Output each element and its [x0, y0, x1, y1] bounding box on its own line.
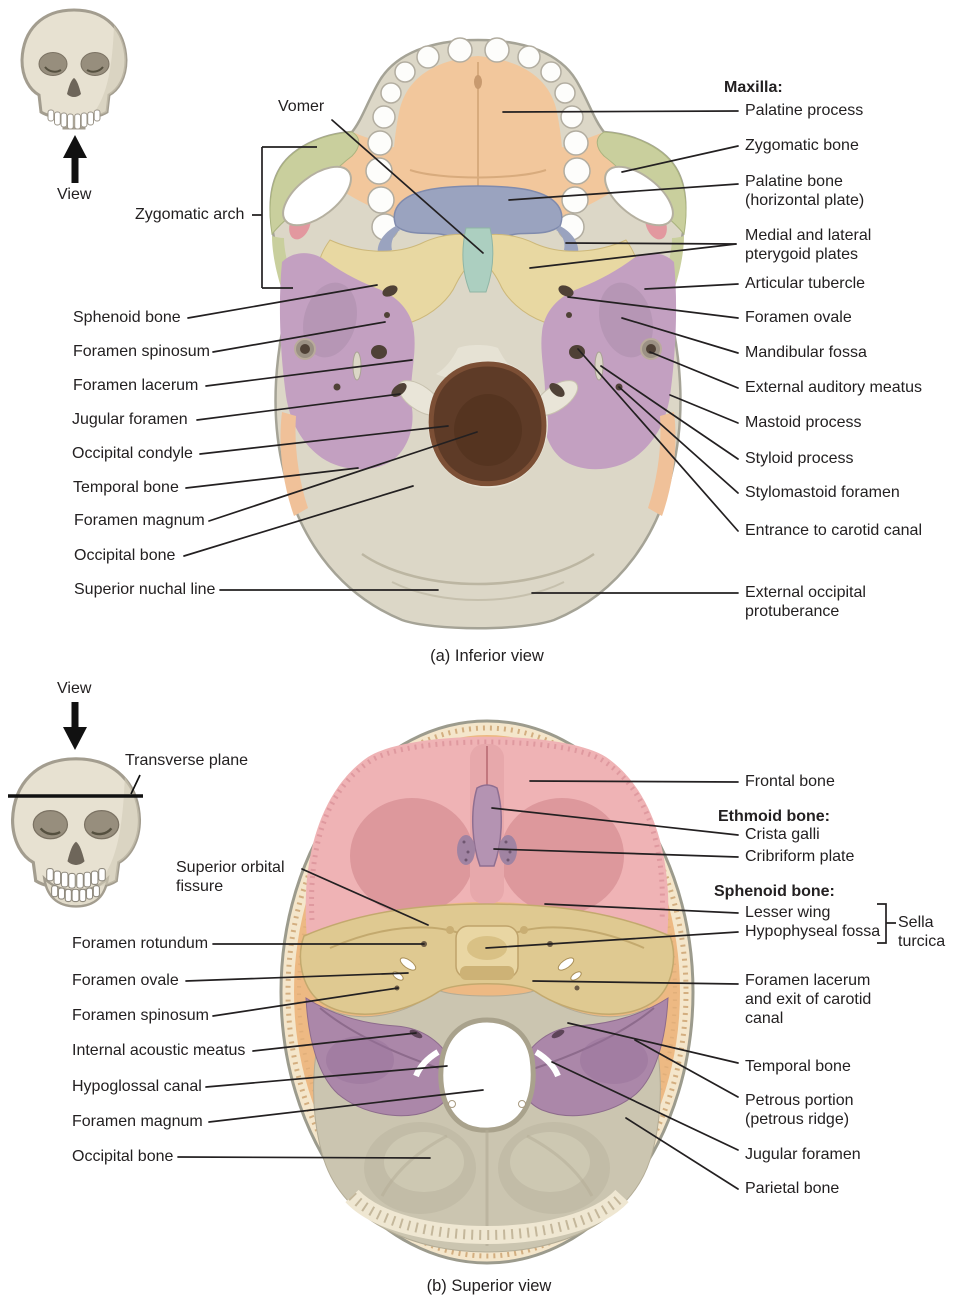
label-mastoid-process: Mastoid process — [745, 414, 862, 431]
label-transverse-plane: Transverse plane — [125, 752, 249, 769]
label-frontal-bone: Frontal bone — [745, 773, 835, 790]
label-foramen-spinosum-b: Foramen spinosum — [72, 1007, 209, 1024]
foramina-dots — [333, 285, 623, 397]
label-parietal-bone: Parietal bone — [745, 1180, 840, 1197]
label-sphenoid-bone: Sphenoid bone — [73, 309, 181, 326]
label-superior-nuchal-line: Superior nuchal line — [74, 581, 216, 598]
leader-lines-b — [177, 780, 739, 1190]
transverse-plane-line — [8, 774, 143, 798]
label-foramen-magnum-b: Foramen magnum — [72, 1113, 203, 1130]
label-sella-turcica: Sella turcica — [898, 914, 946, 950]
view-arrow-up — [63, 135, 87, 183]
view-label-b: View — [57, 680, 92, 697]
header-ethmoid-bone: Ethmoid bone: — [718, 808, 830, 825]
label-stylomastoid-foramen: Stylomastoid foramen — [745, 484, 900, 501]
label-foramen-rotundum: Foramen rotundum — [72, 935, 209, 952]
label-foramen-ovale-a: Foramen ovale — [745, 309, 852, 326]
caption-superior-view: (b) Superior view — [426, 1277, 552, 1295]
label-occipital-bone: Occipital bone — [74, 547, 176, 564]
leader-lines-a — [183, 110, 739, 594]
label-crista-galli: Crista galli — [745, 826, 820, 843]
label-foramen-ovale-b: Foramen ovale — [72, 972, 179, 989]
label-zygomatic-bone: Zygomatic bone — [745, 137, 859, 154]
header-maxilla: Maxilla: — [724, 79, 783, 96]
zygomatic-arch-bracket — [252, 146, 317, 289]
label-cribriform-plate: Cribriform plate — [745, 848, 855, 865]
upper-teeth-row — [47, 109, 101, 130]
label-foramen-lacerum-b: Foramen lacerum and exit of carotid cana… — [745, 972, 872, 1027]
label-zygomatic-arch: Zygomatic arch — [135, 206, 245, 223]
foramen-magnum-superior-shape — [438, 1017, 536, 1133]
skull-icon-anterior — [20, 8, 128, 130]
label-external-auditory-meatus: External auditory meatus — [745, 379, 922, 396]
caption-inferior-view: (a) Inferior view — [430, 647, 544, 665]
inferior-view-art — [269, 37, 687, 630]
label-temporal-bone-b: Temporal bone — [745, 1058, 851, 1075]
label-occipital-condyle: Occipital condyle — [72, 445, 193, 462]
label-styloid-process: Styloid process — [745, 450, 854, 467]
external-auditory-meatus-shape — [294, 338, 662, 360]
teeth-arch — [365, 37, 591, 241]
label-vomer: Vomer — [278, 98, 325, 115]
label-foramen-lacerum: Foramen lacerum — [73, 377, 199, 394]
label-carotid-canal-entrance: Entrance to carotid canal — [745, 522, 922, 539]
nasal-aperture-shape — [67, 78, 81, 97]
label-superior-orbital-fissure: Superior orbital fissure — [176, 859, 285, 895]
label-internal-acoustic-meatus: Internal acoustic meatus — [72, 1042, 246, 1059]
label-external-occipital-protuberance: External occipital protuberance — [745, 584, 866, 620]
view-label-a: View — [57, 186, 92, 203]
label-foramen-spinosum: Foramen spinosum — [73, 343, 210, 360]
label-pterygoid-plates: Medial and lateral pterygoid plates — [745, 227, 872, 263]
label-lesser-wing: Lesser wing — [745, 904, 831, 921]
skull-icon-superior — [10, 757, 142, 908]
label-jugular-foramen: Jugular foramen — [72, 411, 188, 428]
label-foramen-magnum: Foramen magnum — [74, 512, 205, 529]
view-arrow-down — [63, 702, 87, 750]
sella-turcica-bracket — [877, 903, 896, 944]
label-petrous-portion: Petrous portion (petrous ridge) — [745, 1092, 854, 1128]
label-occipital-bone-b: Occipital bone — [72, 1148, 174, 1165]
label-palatine-process: Palatine process — [745, 102, 864, 119]
teeth-grin — [46, 868, 106, 903]
label-hypophyseal-fossa: Hypophyseal fossa — [745, 923, 881, 940]
label-jugular-foramen-b: Jugular foramen — [745, 1146, 861, 1163]
header-sphenoid-bone: Sphenoid bone: — [714, 883, 835, 900]
label-articular-tubercle: Articular tubercle — [745, 275, 866, 292]
label-temporal-bone: Temporal bone — [73, 479, 179, 496]
superior-view-art — [279, 719, 695, 1265]
label-hypoglossal-canal: Hypoglossal canal — [72, 1078, 202, 1095]
label-palatine-bone: Palatine bone (horizontal plate) — [745, 173, 865, 209]
nasal-aperture-shape — [67, 841, 85, 865]
label-mandibular-fossa: Mandibular fossa — [745, 344, 867, 361]
